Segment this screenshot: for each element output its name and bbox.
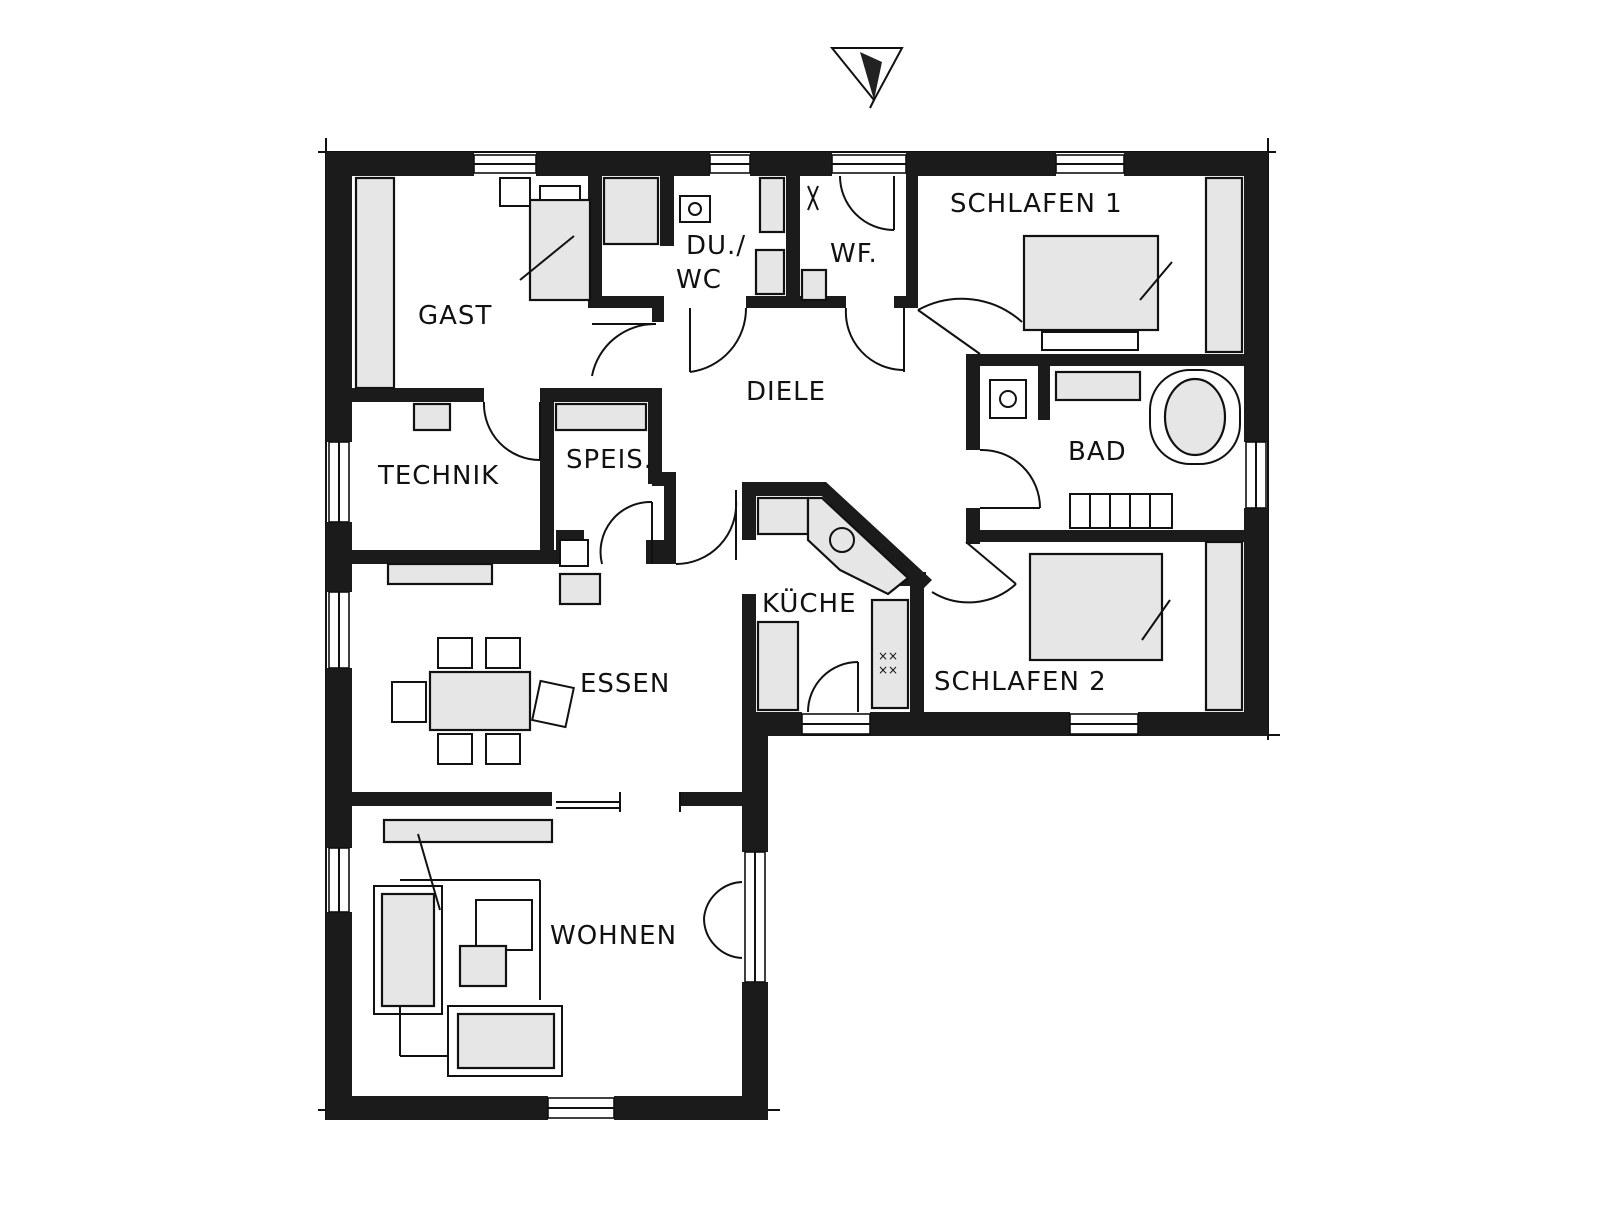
label-schlafen2: SCHLAFEN 2 <box>934 667 1107 697</box>
label-gast: GAST <box>418 301 492 331</box>
essen-sideboard <box>386 562 494 586</box>
wardrobe-schlafen1 <box>1204 176 1244 354</box>
north-arrow-icon <box>829 47 904 109</box>
windows <box>328 154 1267 1119</box>
bed-schlafen1 <box>1022 234 1160 332</box>
gast-wardrobe <box>354 176 396 390</box>
svg-text:××: ×× <box>878 649 898 663</box>
label-technik: TECHNIK <box>377 461 499 491</box>
bed-schlafen2 <box>1028 552 1164 662</box>
label-diele: DIELE <box>746 377 826 407</box>
wf-cabinet <box>800 268 828 302</box>
label-speis: SPEIS. <box>566 445 653 475</box>
furniture: ×× ×× <box>354 176 1244 1077</box>
kitchen-counter-left <box>756 620 800 712</box>
speis-shelf <box>554 402 648 432</box>
label-schlafen1: SCHLAFEN 1 <box>950 189 1123 219</box>
label-du-wc-line1: DU./ <box>686 231 746 261</box>
kitchen-counter-top <box>756 496 810 536</box>
label-bad: BAD <box>1068 437 1127 467</box>
svg-text:××: ×× <box>878 663 898 677</box>
room-labels: GAST DU./ WC WF. SCHLAFEN 1 DIELE BAD TE… <box>377 189 1127 951</box>
exterior-walls <box>326 152 1268 1120</box>
technik-unit <box>412 402 452 432</box>
label-du-wc-line2: WC <box>676 265 722 295</box>
bad-shelf <box>1069 493 1173 529</box>
wardrobe-schlafen2 <box>1204 540 1244 712</box>
label-essen: ESSEN <box>580 669 670 699</box>
coffee-table <box>475 899 533 951</box>
wohnen-sideboard <box>382 818 554 844</box>
kitchen-counter-diagonal <box>806 496 910 596</box>
sofa-bottom <box>456 1012 556 1070</box>
gast-bed <box>528 198 592 302</box>
toilet <box>679 195 711 223</box>
bad-toilet <box>989 379 1027 419</box>
shower <box>602 176 660 246</box>
label-wohnen: WOHNEN <box>550 921 677 951</box>
label-wf: WF. <box>830 239 878 269</box>
sink <box>754 248 786 296</box>
doors <box>482 175 1041 959</box>
bad-sink <box>1054 370 1142 402</box>
kitchen-counter-right <box>870 598 910 710</box>
label-kueche: KÜCHE <box>762 587 857 619</box>
dining-table <box>428 670 532 732</box>
